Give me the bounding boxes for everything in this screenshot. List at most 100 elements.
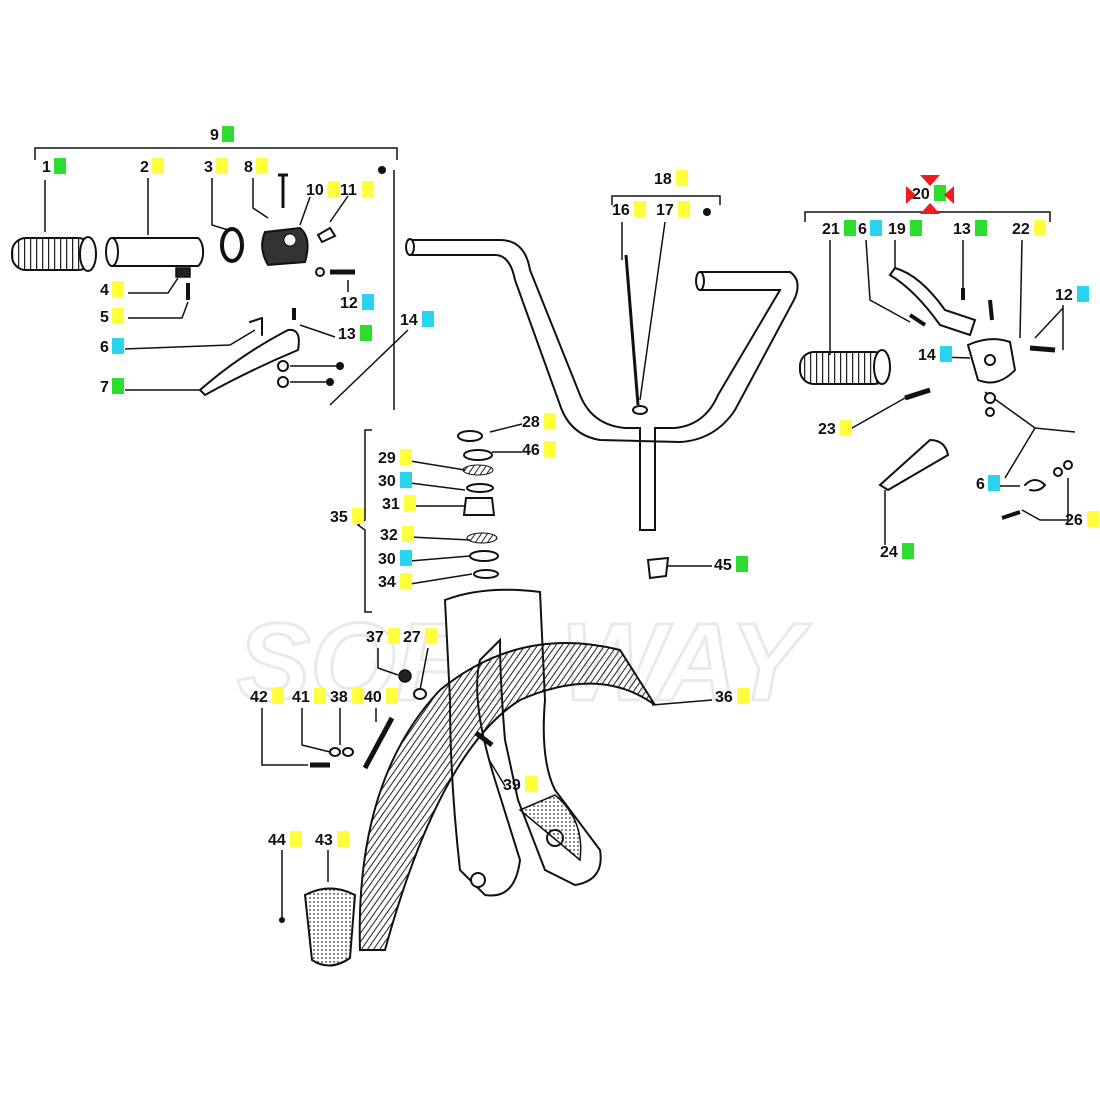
callout-3[interactable]: 3: [204, 158, 228, 176]
callout-highlight: [402, 526, 414, 542]
callout-highlight: [525, 776, 537, 792]
callout-6[interactable]: 6: [976, 475, 1000, 493]
callout-highlight: [400, 449, 412, 465]
callout-41[interactable]: 41: [292, 688, 326, 706]
callout-number: 5: [100, 309, 109, 326]
callout-28[interactable]: 28: [522, 413, 556, 431]
callout-number: 13: [338, 326, 356, 343]
callout-10[interactable]: 10: [306, 181, 340, 199]
callout-26[interactable]: 26: [1065, 511, 1099, 529]
callout-number: 32: [380, 527, 398, 544]
callout-30[interactable]: 30: [378, 472, 412, 490]
callout-27[interactable]: 27: [403, 628, 437, 646]
callout-number: 38: [330, 689, 348, 706]
callout-44[interactable]: 44: [268, 831, 302, 849]
callout-number: 9: [210, 127, 219, 144]
callout-8[interactable]: 8: [244, 158, 268, 176]
callout-highlight: [544, 441, 556, 457]
callout-13[interactable]: 13: [953, 220, 987, 238]
callout-22[interactable]: 22: [1012, 220, 1046, 238]
right-grip-part: [799, 349, 891, 385]
callout-13[interactable]: 13: [338, 325, 372, 343]
callout-29[interactable]: 29: [378, 449, 412, 467]
callout-39[interactable]: 39: [503, 776, 537, 794]
callout-highlight: [910, 220, 922, 236]
callout-highlight: [112, 338, 124, 354]
callout-highlight: [314, 688, 326, 704]
callout-highlight: [404, 495, 416, 511]
callout-highlight: [400, 472, 412, 488]
left-grip-part: [11, 236, 97, 272]
callout-highlight: [1034, 220, 1046, 236]
callout-highlight: [676, 170, 688, 186]
callout-number: 8: [244, 159, 253, 176]
callout-1[interactable]: 1: [42, 158, 66, 176]
callout-highlight: [425, 628, 437, 644]
callout-number: 43: [315, 832, 333, 849]
callout-5[interactable]: 5: [100, 308, 124, 326]
callout-18[interactable]: 18: [654, 170, 688, 188]
callout-31[interactable]: 31: [382, 495, 416, 513]
callout-42[interactable]: 42: [250, 688, 284, 706]
callout-23[interactable]: 23: [818, 420, 852, 438]
callout-6[interactable]: 6: [100, 338, 124, 356]
callout-highlight: [934, 185, 946, 201]
callout-38[interactable]: 38: [330, 688, 364, 706]
callout-number: 14: [918, 347, 936, 364]
callout-number: 41: [292, 689, 310, 706]
callout-12[interactable]: 12: [340, 294, 374, 312]
callout-number: 44: [268, 832, 286, 849]
callout-number: 30: [378, 473, 396, 490]
callout-40[interactable]: 40: [364, 688, 398, 706]
callout-highlight: [736, 556, 748, 572]
callout-32[interactable]: 32: [380, 526, 414, 544]
headset-stack-part: [457, 430, 499, 579]
callout-17[interactable]: 17: [656, 201, 690, 219]
callout-36[interactable]: 36: [715, 688, 749, 706]
callout-highlight: [975, 220, 987, 236]
callout-14[interactable]: 14: [400, 311, 434, 329]
mudguard-part: [358, 642, 656, 951]
callout-highlight: [256, 158, 268, 174]
callout-4[interactable]: 4: [100, 281, 124, 299]
callout-highlight: [400, 573, 412, 589]
callout-34[interactable]: 34: [378, 573, 412, 591]
callout-number: 31: [382, 496, 400, 513]
callout-highlight: [352, 688, 364, 704]
callout-number: 3: [204, 159, 213, 176]
callout-6[interactable]: 6: [858, 220, 882, 238]
callout-45[interactable]: 45: [714, 556, 748, 574]
callout-37[interactable]: 37: [366, 628, 400, 646]
callout-number: 29: [378, 450, 396, 467]
callout-highlight: [222, 126, 234, 142]
callout-number: 6: [858, 221, 867, 238]
callout-43[interactable]: 43: [315, 831, 349, 849]
callout-highlight: [400, 550, 412, 566]
callout-highlight: [290, 831, 302, 847]
callout-11[interactable]: 11: [340, 181, 374, 199]
callout-number: 14: [400, 312, 418, 329]
callout-20[interactable]: 20: [912, 185, 946, 203]
callout-number: 28: [522, 414, 540, 431]
ring-part: [220, 227, 244, 263]
callout-number: 7: [100, 379, 109, 396]
callout-highlight: [422, 311, 434, 327]
callout-14[interactable]: 14: [918, 346, 952, 364]
callout-number: 12: [340, 295, 358, 312]
callout-19[interactable]: 19: [888, 220, 922, 238]
callout-24[interactable]: 24: [880, 543, 914, 561]
callout-16[interactable]: 16: [612, 201, 646, 219]
callout-number: 12: [1055, 287, 1073, 304]
callout-30[interactable]: 30: [378, 550, 412, 568]
callout-2[interactable]: 2: [140, 158, 164, 176]
callout-12[interactable]: 12: [1055, 286, 1089, 304]
callout-21[interactable]: 21: [822, 220, 856, 238]
callout-35[interactable]: 35: [330, 508, 364, 526]
callout-46[interactable]: 46: [522, 441, 556, 459]
callout-9[interactable]: 9: [210, 126, 234, 144]
callout-number: 21: [822, 221, 840, 238]
callout-highlight: [337, 831, 349, 847]
callout-number: 22: [1012, 221, 1030, 238]
callout-7[interactable]: 7: [100, 378, 124, 396]
callout-number: 36: [715, 689, 733, 706]
